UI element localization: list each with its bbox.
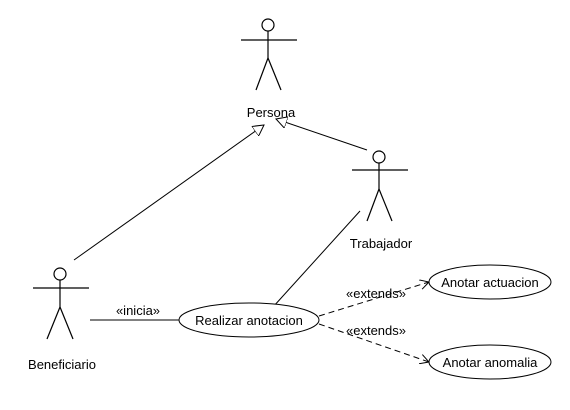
extends-label-anomalia: «extends»	[346, 323, 406, 338]
actor-persona[interactable]	[241, 18, 297, 91]
actor-persona-label: Persona	[247, 105, 296, 120]
extends-arrow-actuacion	[318, 282, 429, 317]
actor-right-leg	[267, 57, 282, 91]
actor-head	[261, 18, 275, 32]
actor-beneficiario[interactable]	[33, 267, 89, 340]
actor-left-leg	[255, 57, 269, 91]
generalization-beneficiario-persona	[73, 125, 264, 261]
actor-head	[372, 150, 386, 164]
actor-head	[53, 267, 67, 281]
inicia-stereotype-label: «inicia»	[116, 303, 160, 318]
generalization-trabajador-persona	[276, 119, 368, 151]
actor-beneficiario-label: Beneficiario	[28, 357, 96, 372]
use-case-ellipse	[428, 264, 552, 300]
actor-right-leg	[59, 306, 74, 340]
actor-left-leg	[366, 188, 380, 222]
actor-left-leg	[46, 306, 61, 340]
association-trabajador-realizar	[272, 210, 361, 308]
use-case-label: Anotar anomalia	[443, 355, 538, 370]
use-case-realizar-anotacion[interactable]: Realizar anotacion	[178, 302, 320, 338]
use-case-label: Realizar anotacion	[195, 313, 303, 328]
actor-trabajador-label: Trabajador	[350, 236, 413, 251]
use-case-ellipse	[178, 302, 320, 338]
extends-label-actuacion: «extends»	[346, 286, 406, 301]
use-case-anotar-actuacion[interactable]: Anotar actuacion	[428, 264, 552, 300]
actor-right-leg	[378, 188, 393, 222]
use-case-anotar-anomalia[interactable]: Anotar anomalia	[428, 344, 552, 380]
actor-trabajador[interactable]	[352, 150, 408, 222]
use-case-ellipse	[428, 344, 552, 380]
use-case-label: Anotar actuacion	[441, 275, 539, 290]
